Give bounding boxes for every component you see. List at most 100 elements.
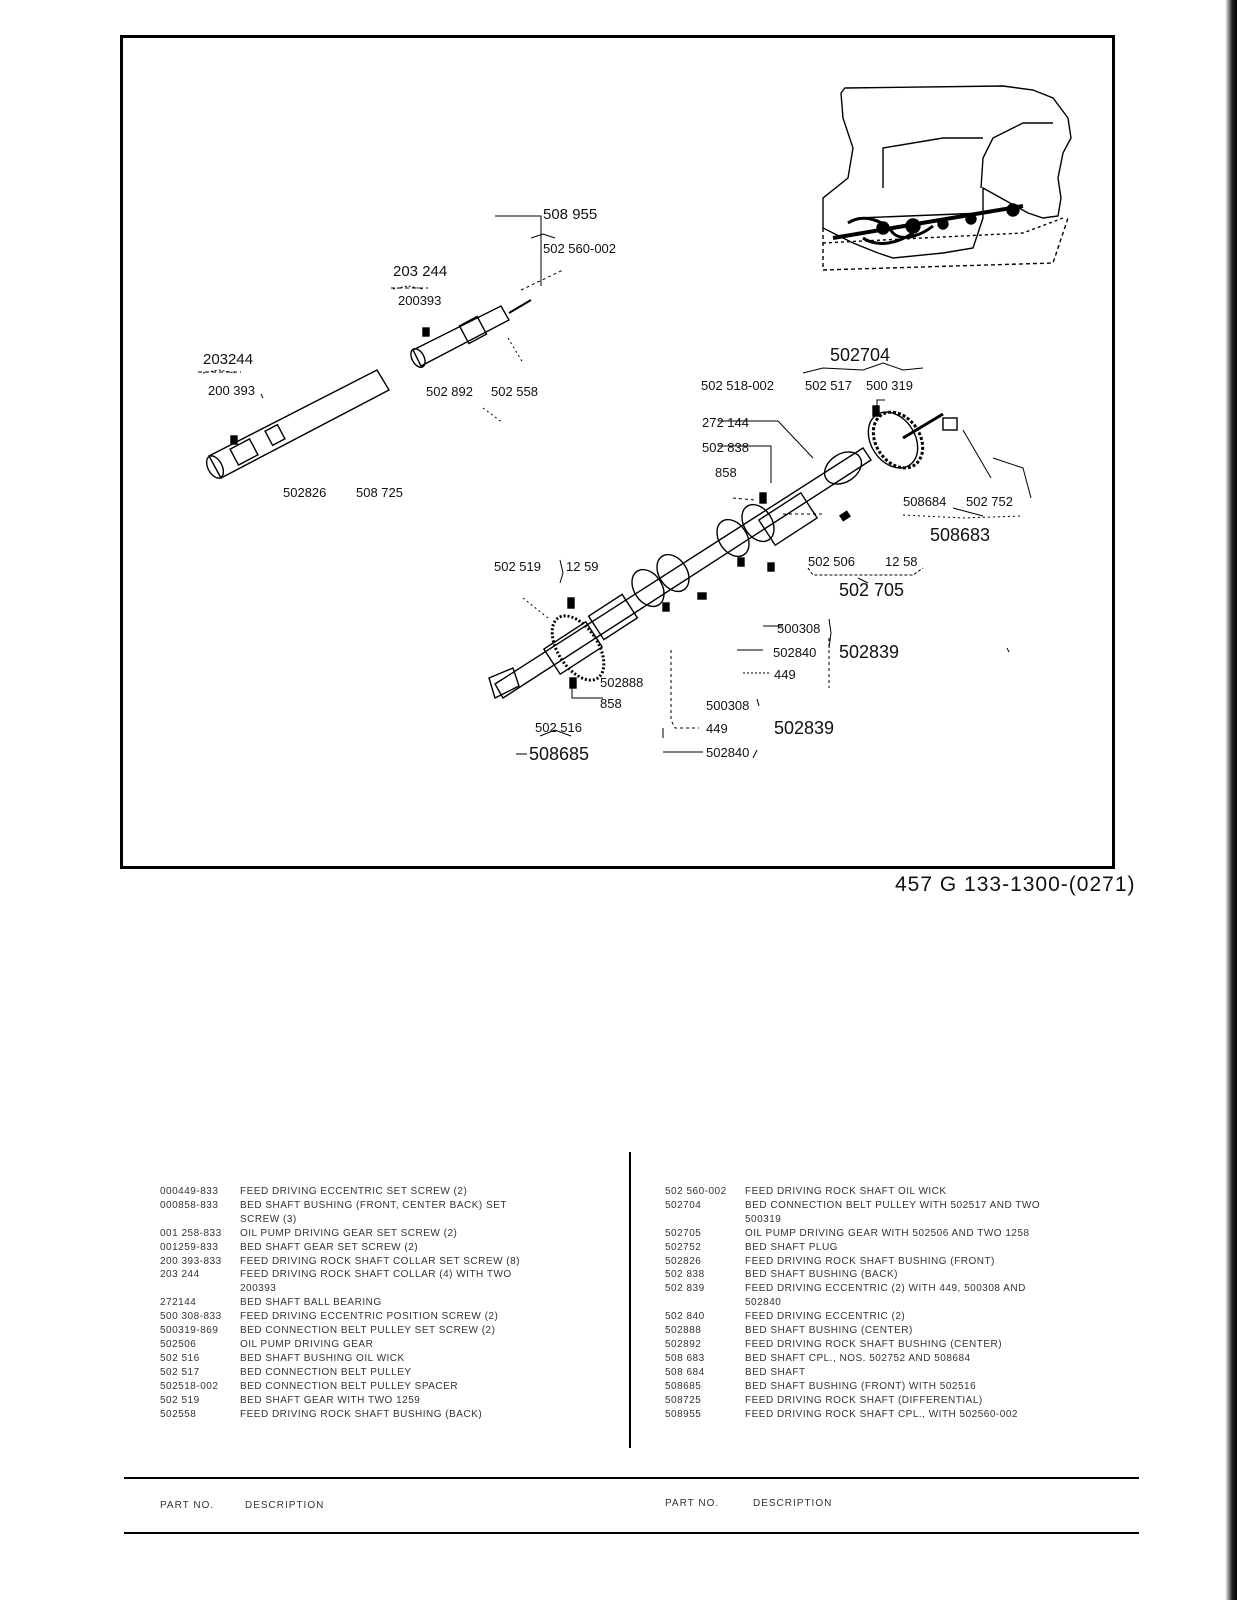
part-description: FEED DRIVING ROCK SHAFT (DIFFERENTIAL) [745,1394,983,1406]
label-502560-002: 502 560-002 [543,241,617,256]
part-description: BED SHAFT BALL BEARING [240,1297,382,1309]
label-502558: 502 558 [491,384,538,399]
part-row: 000858-833 BED SHAFT BUSHING (FRONT, CENT… [160,1199,520,1227]
label-502839-a: 502839 [839,642,900,662]
label-502704: 502704 [830,345,891,365]
part-description: FEED DRIVING ROCK SHAFT COLLAR SET SCREW… [240,1255,521,1267]
part-number: 502506 [160,1338,197,1350]
part-description: OIL PUMP DRIVING GEAR SET SCREW (2) [240,1227,458,1239]
part-row: 508 684 BED SHAFT [665,1366,1045,1380]
part-number: 502892 [665,1338,702,1350]
label-502516: 502 516 [535,720,582,735]
part-number: 272144 [160,1297,197,1309]
part-number: 001259-833 [160,1241,219,1253]
part-description: BED SHAFT [745,1366,806,1378]
part-description: BED SHAFT CPL., NOS. 502752 AND 508684 [745,1352,971,1364]
label-203244-top: 203 244 [393,263,448,280]
part-row: 502 839 FEED DRIVING ECCENTRIC (2) WITH 4… [665,1282,1045,1310]
part-description: BED CONNECTION BELT PULLEY SPACER [240,1380,459,1392]
part-description: BED SHAFT BUSHING OIL WICK [240,1352,405,1364]
part-row: 203 244 FEED DRIVING ROCK SHAFT COLLAR (4… [160,1268,520,1296]
part-number: 502752 [665,1241,702,1253]
part-description: FEED DRIVING ECCENTRIC (2) [745,1311,906,1323]
part-description: FEED DRIVING ROCK SHAFT COLLAR (4) WITH … [240,1269,512,1295]
part-number: 203 244 [160,1269,200,1281]
label-500319: 500 319 [866,378,913,393]
footer-part-no-left: PART NO. [160,1500,215,1511]
footer-part-no-right: PART NO. [665,1498,720,1509]
part-description: FEED DRIVING ECCENTRIC (2) WITH 449, 500… [745,1283,1026,1309]
part-number: 200 393-833 [160,1255,222,1267]
label-502840-b: 502840 [706,745,750,760]
part-number: 001 258-833 [160,1227,222,1239]
part-description: BED CONNECTION BELT PULLEY WITH 502517 A… [745,1199,1041,1225]
label-508683: 508683 [930,525,991,545]
part-row: 502518-002 BED CONNECTION BELT PULLEY SPA… [160,1380,520,1394]
part-description: FEED DRIVING ROCK SHAFT BUSHING (CENTER) [745,1338,1003,1350]
part-row: 272144 BED SHAFT BALL BEARING [160,1296,520,1310]
footer-rule-bottom [124,1532,1139,1534]
part-description: BED SHAFT BUSHING (FRONT) WITH 502516 [745,1380,977,1392]
part-description: BED SHAFT BUSHING (BACK) [745,1269,898,1281]
part-number: 508725 [665,1394,702,1406]
part-number: 500319-869 [160,1325,219,1337]
part-row: 508685 BED SHAFT BUSHING (FRONT) WITH 502… [665,1380,1045,1394]
label-508685: 508685 [529,744,590,764]
part-description: FEED DRIVING ECCENTRIC POSITION SCREW (2… [240,1311,499,1323]
part-description: FEED DRIVING ECCENTRIC SET SCREW (2) [240,1186,468,1197]
part-number: 502705 [665,1227,702,1239]
part-row: 200 393-833 FEED DRIVING ROCK SHAFT COLLA… [160,1255,520,1269]
rock-shaft-drawing [205,299,532,479]
part-row: 502752 BED SHAFT PLUG [665,1241,1045,1255]
label-502518-002: 502 518-002 [701,378,775,393]
part-description: BED SHAFT GEAR SET SCREW (2) [240,1241,419,1253]
part-number: 502888 [665,1325,702,1337]
label-502506: 502 506 [808,554,855,569]
label-500308-b: 500308 [706,698,750,713]
part-number: 502 840 [665,1311,705,1323]
label-449-b: 449 [706,721,728,736]
part-number: 502704 [665,1199,702,1211]
part-description: BED SHAFT BUSHING (FRONT, CENTER BACK) S… [240,1199,507,1225]
part-number: 500 308-833 [160,1311,222,1323]
label-502519: 502 519 [494,559,541,574]
part-number: 502 560-002 [665,1186,727,1197]
label-502888: 502888 [600,675,644,690]
label-449-a: 449 [774,667,796,682]
part-row: 001259-833 BED SHAFT GEAR SET SCREW (2) [160,1241,520,1255]
part-row: 502 840 FEED DRIVING ECCENTRIC (2) [665,1310,1045,1324]
leader-lines [198,215,1032,759]
part-description: FEED DRIVING ROCK SHAFT BUSHING (FRONT) [745,1255,995,1267]
part-description: FEED DRIVING ROCK SHAFT BUSHING (BACK) [240,1408,483,1420]
part-number: 508 684 [665,1366,705,1378]
part-row: 502704 BED CONNECTION BELT PULLEY WITH 50… [665,1199,1045,1227]
label-272144: 272 144 [702,415,749,430]
part-number: 000858-833 [160,1199,219,1211]
scan-edge-shadow [1225,0,1237,1600]
part-number: 508685 [665,1380,702,1392]
label-502705: 502 705 [839,580,905,600]
label-502826: 502826 [283,485,327,500]
label-500308-a: 500308 [777,621,821,636]
column-divider [629,1152,631,1448]
label-508725: 508 725 [356,485,403,500]
footer-description-left: DESCRIPTION [245,1500,325,1511]
part-number: 502 839 [665,1283,705,1295]
part-description: BED SHAFT PLUG [745,1241,838,1253]
part-description: BED SHAFT BUSHING (CENTER) [745,1325,913,1337]
label-508955: 508 955 [543,206,598,223]
label-502840-a: 502840 [773,645,817,660]
part-number: 502518-002 [160,1380,219,1392]
